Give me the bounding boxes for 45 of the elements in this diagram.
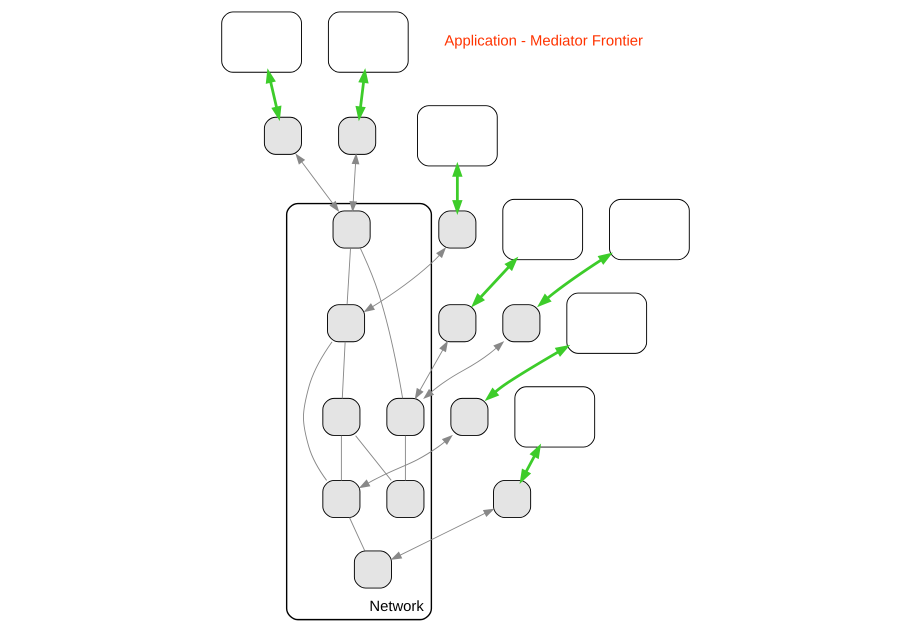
node-box xyxy=(322,398,360,436)
node-box xyxy=(221,12,302,73)
arrow xyxy=(484,344,570,402)
node-box xyxy=(338,116,376,155)
connector xyxy=(342,341,346,399)
node-box xyxy=(327,304,366,342)
node-box xyxy=(438,210,476,249)
connector xyxy=(355,435,392,481)
node-box xyxy=(502,198,584,260)
node-box xyxy=(450,398,488,436)
connector xyxy=(404,435,406,481)
cluster: Network xyxy=(286,202,432,620)
node-box xyxy=(514,386,596,448)
node-box xyxy=(322,480,360,518)
arrow xyxy=(363,247,446,312)
arrow xyxy=(471,256,518,308)
node-box xyxy=(264,116,302,155)
label: Application - Mediator Frontier xyxy=(444,34,643,50)
node-box xyxy=(386,398,424,436)
arrow xyxy=(358,434,453,488)
arrow xyxy=(349,153,360,212)
node-box xyxy=(609,198,690,260)
node-box xyxy=(417,105,498,166)
arrow xyxy=(520,444,542,484)
connector xyxy=(349,517,366,552)
node-box xyxy=(332,210,371,249)
node-box xyxy=(566,292,648,354)
arrow xyxy=(414,340,448,400)
arrow xyxy=(537,252,613,308)
arrow xyxy=(423,341,504,400)
arrow xyxy=(390,508,495,560)
arrow xyxy=(355,68,369,122)
arrow xyxy=(266,68,282,122)
node-box xyxy=(386,480,424,518)
arrow xyxy=(295,153,340,212)
connector xyxy=(360,248,404,399)
node-box xyxy=(493,480,532,518)
node-box xyxy=(438,304,476,342)
node-box xyxy=(354,550,392,589)
connector xyxy=(340,435,342,481)
connector xyxy=(302,341,332,481)
node-box xyxy=(328,12,409,73)
connector xyxy=(346,248,351,306)
node-box xyxy=(502,304,540,342)
arrow xyxy=(452,162,463,215)
